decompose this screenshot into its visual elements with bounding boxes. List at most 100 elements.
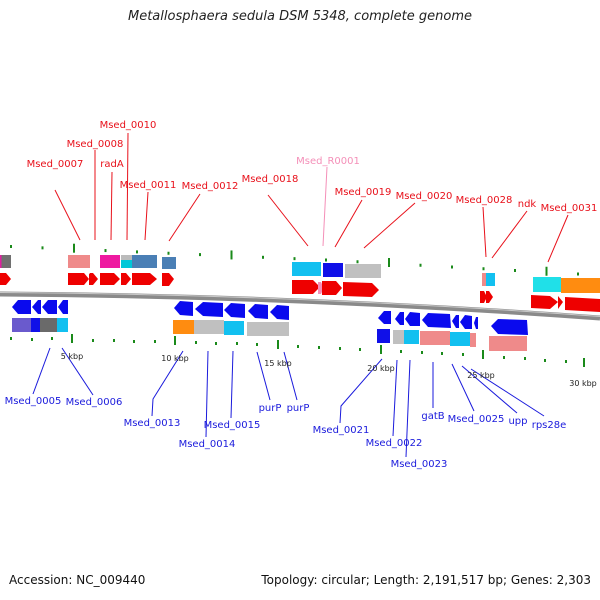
cog-box[interactable] bbox=[100, 255, 120, 268]
scale-label: 25 kbp bbox=[467, 371, 495, 380]
gene-label-reverse[interactable]: Msed_0005 bbox=[5, 396, 62, 407]
reverse-gene-arrow[interactable] bbox=[460, 315, 472, 329]
tick-mark bbox=[380, 345, 382, 354]
forward-gene-arrow[interactable] bbox=[292, 280, 320, 294]
gene-label-reverse[interactable]: Msed_0015 bbox=[204, 420, 261, 431]
gene-label-reverse[interactable]: gatB bbox=[421, 411, 444, 422]
cog-box[interactable] bbox=[323, 263, 343, 277]
cog-box[interactable] bbox=[132, 255, 157, 268]
cog-box[interactable] bbox=[292, 262, 321, 276]
forward-gene-arrow[interactable] bbox=[0, 273, 11, 285]
callout-line bbox=[32, 347, 51, 395]
forward-ticks bbox=[10, 243, 579, 276]
gene-label-reverse[interactable]: rps28e bbox=[532, 420, 567, 431]
reverse-gene-arrow[interactable] bbox=[58, 300, 68, 314]
gene-label-forward[interactable]: Msed_0012 bbox=[182, 181, 239, 192]
cog-box[interactable] bbox=[486, 273, 495, 286]
gene-label-reverse[interactable]: Msed_0013 bbox=[124, 418, 181, 429]
gene-label-reverse[interactable]: purP bbox=[287, 403, 310, 414]
reverse-gene-arrow[interactable] bbox=[378, 311, 391, 324]
gene-label-reverse[interactable]: Msed_0023 bbox=[391, 459, 448, 470]
gene-label-forward[interactable]: Msed_0011 bbox=[120, 180, 177, 191]
reverse-gene-arrow[interactable] bbox=[405, 312, 420, 326]
tick-mark bbox=[73, 243, 75, 253]
reverse-gene-arrow[interactable] bbox=[195, 302, 223, 317]
tick-mark bbox=[230, 250, 233, 260]
forward-gene-arrow[interactable] bbox=[531, 295, 558, 309]
forward-gene-arrow[interactable] bbox=[89, 273, 98, 285]
tick-mark bbox=[136, 250, 138, 254]
cog-box[interactable] bbox=[247, 322, 267, 336]
gene-label-reverse[interactable]: Msed_0025 bbox=[448, 414, 505, 425]
gene-label-reverse[interactable]: Msed_0021 bbox=[313, 425, 370, 436]
gene-label-forward[interactable]: Msed_0010 bbox=[100, 120, 157, 131]
cog-box[interactable] bbox=[377, 329, 390, 343]
cog-box[interactable] bbox=[173, 320, 194, 334]
reverse-gene-arrow[interactable] bbox=[270, 305, 289, 320]
forward-gene-arrow[interactable] bbox=[480, 291, 487, 303]
cog-box[interactable] bbox=[420, 331, 450, 345]
gene-label-forward[interactable]: ndk bbox=[518, 199, 537, 210]
cog-box[interactable] bbox=[533, 277, 561, 292]
cog-box[interactable] bbox=[162, 257, 176, 269]
reverse-gene-arrow[interactable] bbox=[395, 312, 404, 325]
reverse-gene-arrow[interactable] bbox=[422, 313, 451, 328]
gene-label-forward[interactable]: Msed_R0001 bbox=[296, 156, 360, 167]
reverse-gene-arrow[interactable] bbox=[248, 304, 268, 319]
cog-box[interactable] bbox=[0, 255, 2, 268]
reverse-gene-arrow[interactable] bbox=[174, 301, 193, 316]
cog-box[interactable] bbox=[450, 332, 470, 346]
reverse-gene-arrow[interactable] bbox=[474, 317, 478, 329]
callout-line bbox=[491, 210, 528, 259]
cog-box[interactable] bbox=[345, 264, 381, 278]
cog-box[interactable] bbox=[68, 255, 90, 268]
cog-box[interactable] bbox=[267, 322, 289, 336]
gene-label-reverse[interactable]: Msed_0006 bbox=[66, 397, 123, 408]
gene-label-reverse[interactable]: Msed_0022 bbox=[366, 438, 423, 449]
forward-gene-arrow[interactable] bbox=[100, 273, 120, 285]
gene-label-forward[interactable]: Msed_0028 bbox=[456, 195, 513, 206]
gene-label-forward[interactable]: Msed_0007 bbox=[27, 159, 84, 170]
gene-label-forward[interactable]: radA bbox=[100, 159, 124, 170]
scale-label: 15 kbp bbox=[264, 359, 292, 368]
reverse-gene-arrow[interactable] bbox=[452, 315, 459, 328]
reverse-gene-arrow[interactable] bbox=[42, 300, 57, 314]
forward-gene-arrow[interactable] bbox=[322, 281, 342, 295]
gene-label-forward[interactable]: Msed_0031 bbox=[541, 203, 598, 214]
gene-label-forward[interactable]: Msed_0019 bbox=[335, 187, 392, 198]
reverse-gene-arrow[interactable] bbox=[491, 319, 528, 335]
gene-label-reverse[interactable]: upp bbox=[508, 416, 527, 427]
forward-genes bbox=[0, 273, 600, 312]
cog-box[interactable] bbox=[404, 330, 419, 344]
gene-label-reverse[interactable]: purP bbox=[259, 403, 282, 414]
gene-label-reverse[interactable]: Msed_0014 bbox=[179, 439, 236, 450]
forward-gene-arrow[interactable] bbox=[132, 273, 157, 285]
gene-label-forward[interactable]: Msed_0008 bbox=[67, 139, 124, 150]
cog-box[interactable] bbox=[40, 318, 57, 332]
cog-box[interactable] bbox=[57, 318, 68, 332]
reverse-gene-arrow[interactable] bbox=[12, 300, 31, 314]
forward-gene-arrow[interactable] bbox=[343, 282, 379, 297]
forward-gene-arrow[interactable] bbox=[68, 273, 89, 285]
forward-gene-arrow[interactable] bbox=[162, 273, 174, 286]
cog-box[interactable] bbox=[489, 336, 527, 351]
gene-label-forward[interactable]: Msed_0020 bbox=[396, 191, 453, 202]
cog-box[interactable] bbox=[12, 318, 31, 332]
cog-box[interactable] bbox=[0, 255, 11, 268]
gene-label-forward[interactable]: Msed_0018 bbox=[242, 174, 299, 185]
cog-box[interactable] bbox=[470, 333, 476, 347]
forward-gene-arrow[interactable] bbox=[565, 297, 600, 312]
forward-gene-arrow[interactable] bbox=[121, 273, 131, 285]
forward-gene-arrow[interactable] bbox=[558, 296, 563, 309]
cog-box[interactable] bbox=[482, 273, 486, 286]
cog-box[interactable] bbox=[393, 330, 404, 344]
cog-box[interactable] bbox=[121, 255, 132, 260]
reverse-gene-arrow[interactable] bbox=[224, 303, 245, 318]
cog-box[interactable] bbox=[561, 278, 600, 293]
cog-box[interactable] bbox=[224, 321, 244, 335]
cog-box[interactable] bbox=[31, 318, 40, 332]
reverse-gene-arrow[interactable] bbox=[32, 300, 41, 314]
cog-box[interactable] bbox=[194, 320, 224, 334]
cog-box[interactable] bbox=[121, 260, 132, 268]
forward-gene-arrow[interactable] bbox=[486, 291, 493, 303]
